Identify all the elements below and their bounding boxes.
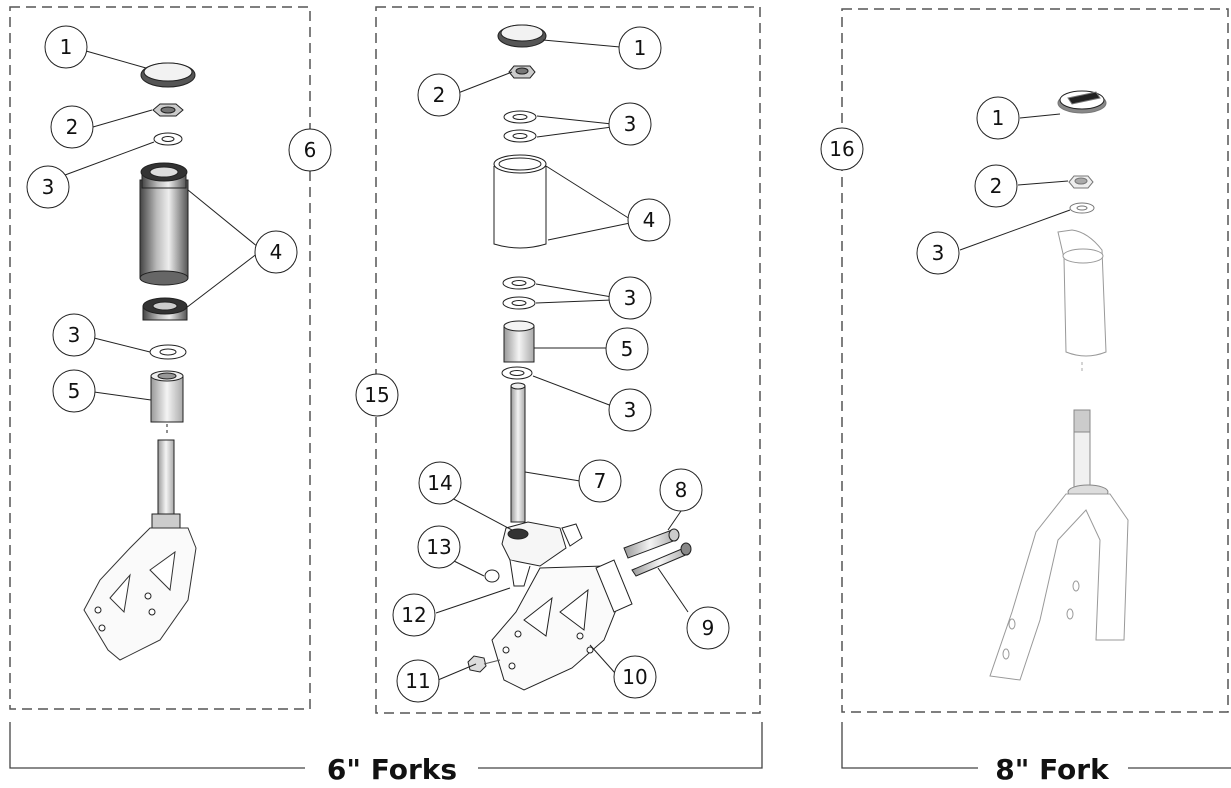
bracket-label-6-forks: 6" Forks: [327, 753, 457, 786]
svg-text:5: 5: [621, 337, 634, 361]
callout-bubble: 1: [976, 96, 1020, 140]
callout-bubble: 13: [417, 525, 461, 569]
panel-8-fork: [841, 8, 1229, 713]
svg-text:15: 15: [364, 383, 389, 407]
callout-bubble: 8: [659, 468, 703, 512]
panel1-parts: [83, 62, 197, 661]
bracket-8-fork: [841, 722, 1231, 769]
svg-text:1: 1: [634, 36, 647, 60]
callouts-panel2: 1 2 3 4 3 5 3 7: [355, 26, 730, 703]
svg-text:10: 10: [622, 665, 647, 689]
callout-bubble: 3: [608, 102, 652, 146]
callout-bubble: 3: [26, 165, 70, 209]
callout-bubble: 3: [608, 276, 652, 320]
panel-6-forks-a: [9, 6, 311, 710]
svg-text:12: 12: [401, 603, 426, 627]
svg-text:5: 5: [68, 379, 81, 403]
callout-bubble: 3: [608, 388, 652, 432]
svg-text:6: 6: [304, 138, 317, 162]
svg-text:3: 3: [624, 398, 637, 422]
callout-bubble: 1: [44, 25, 88, 69]
callout-bubble: 3: [52, 313, 96, 357]
svg-text:7: 7: [594, 469, 607, 493]
callout-bubble: 5: [52, 369, 96, 413]
svg-text:3: 3: [932, 241, 945, 265]
callout-bubble: 12: [392, 593, 436, 637]
svg-text:13: 13: [426, 535, 451, 559]
svg-text:1: 1: [992, 106, 1005, 130]
svg-text:3: 3: [42, 175, 55, 199]
callout-bubble: 5: [605, 327, 649, 371]
svg-text:1: 1: [60, 35, 73, 59]
svg-text:2: 2: [433, 83, 446, 107]
callout-bubble: 10: [613, 655, 657, 699]
leader-lines: [64, 39, 1071, 681]
svg-text:14: 14: [427, 471, 452, 495]
callout-bubble: 7: [578, 459, 622, 503]
callout-bubble: 2: [974, 164, 1018, 208]
svg-text:2: 2: [990, 174, 1003, 198]
svg-text:9: 9: [702, 616, 715, 640]
svg-text:2: 2: [66, 115, 79, 139]
panel2-parts: [467, 24, 692, 691]
callout-bubble: 11: [396, 659, 440, 703]
callouts-panel1: 1 2 3 4 3 5 6: [26, 25, 332, 413]
bracket-label-8-fork: 8" Fork: [995, 753, 1110, 786]
callout-bubble: 3: [916, 231, 960, 275]
svg-text:3: 3: [624, 286, 637, 310]
callout-bubble: 2: [417, 73, 461, 117]
callout-bubble: 14: [418, 461, 462, 505]
svg-text:16: 16: [829, 137, 854, 161]
callout-bubble: 9: [686, 606, 730, 650]
callouts-panel3: 1 2 3 16: [820, 96, 1020, 275]
panel-6-forks-b: [375, 6, 761, 714]
svg-text:8: 8: [675, 478, 688, 502]
callout-bubble: 1: [618, 26, 662, 70]
svg-text:3: 3: [68, 323, 81, 347]
svg-text:11: 11: [405, 669, 430, 693]
panel3-parts: [989, 90, 1129, 681]
svg-text:3: 3: [624, 112, 637, 136]
svg-text:4: 4: [643, 208, 656, 232]
panel-callout: 16: [820, 127, 864, 171]
panel-callout: 6: [288, 128, 332, 172]
callout-bubble: 4: [627, 198, 671, 242]
panel-callout: 15: [355, 373, 399, 417]
bracket-6-forks: [9, 722, 763, 769]
callout-bubble: 4: [254, 230, 298, 274]
svg-text:4: 4: [270, 240, 283, 264]
callout-bubble: 2: [50, 105, 94, 149]
